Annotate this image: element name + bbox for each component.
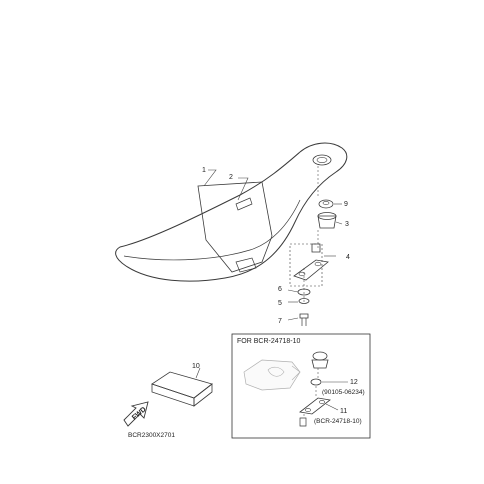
callout-4: 4 [346,254,350,261]
callout-5: 5 [278,300,282,307]
callout-10: 10 [192,363,200,370]
inset-title: FOR BCR-24718-10 [237,338,301,345]
inset-box: FOR BCR-24718-10 12 (90105-06234) 11 ( [231,333,371,439]
part-3-damper [317,212,337,229]
callout-6: 6 [278,286,282,293]
seat-assembly [115,142,348,282]
callout-12: 12 [350,379,358,386]
part-4-bracket [289,243,329,287]
callout-9: 9 [344,201,348,208]
callout-1: 1 [202,167,206,174]
part-5-collar [298,298,310,304]
diagram-code: BCR2300X2701 [128,432,175,439]
inset-part-12 [310,351,329,386]
callout-3: 3 [345,221,349,228]
part-11-number: (BCR-24718-10) [314,418,362,425]
callout-7: 7 [278,318,282,325]
callout-2: 2 [229,174,233,181]
part-12-number: (90105-06234) [322,389,365,396]
part-10-booklet [151,371,213,407]
inset-part-11 [299,397,331,427]
inset-bracket-outline [243,359,301,391]
callout-11: 11 [340,408,347,415]
seat-rear-hole [312,154,332,166]
part-9-nut [318,199,334,209]
part-7-bolt [299,313,309,326]
fwd-arrow-icon: FWD [123,401,149,427]
